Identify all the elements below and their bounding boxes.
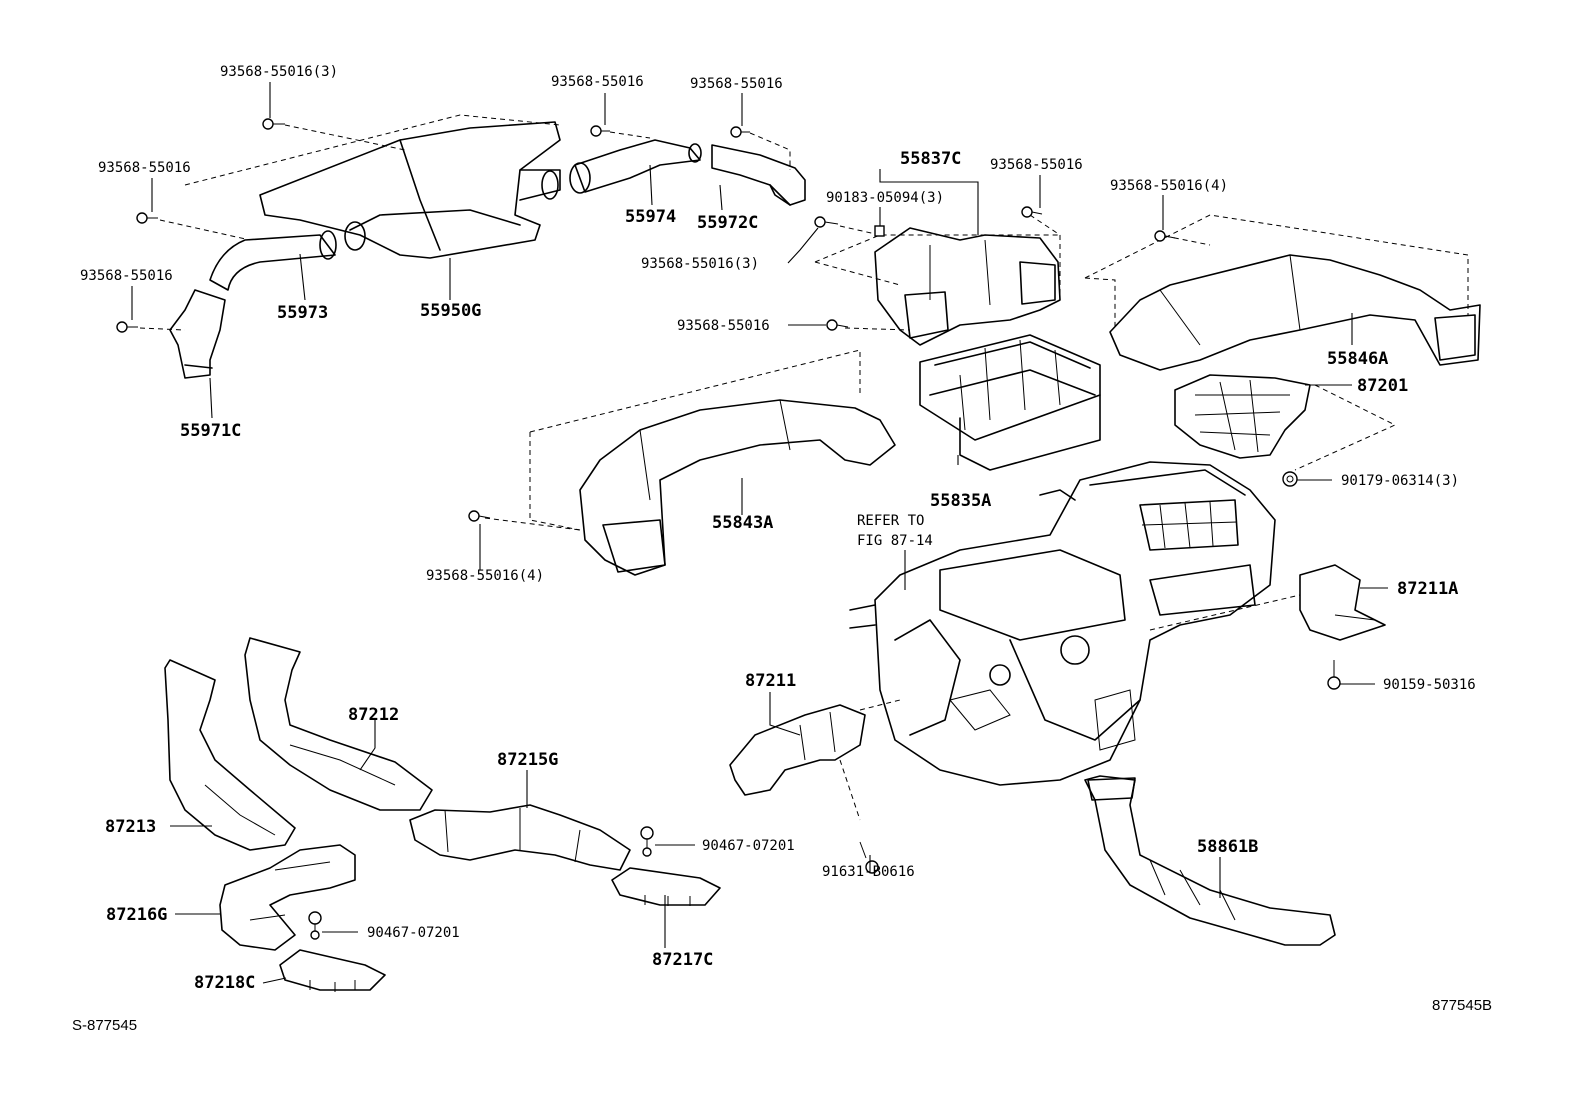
label-55843a: 55843A bbox=[712, 513, 773, 533]
duct-55843a bbox=[579, 399, 896, 576]
clip-icon bbox=[308, 911, 322, 940]
screw-icon bbox=[859, 841, 879, 874]
label-93568-55016-c: 93568-55016 bbox=[551, 74, 644, 90]
label-87213: 87213 bbox=[105, 817, 156, 837]
bolt-icon bbox=[590, 125, 610, 137]
label-90467-07201-a: 90467-07201 bbox=[702, 838, 795, 854]
outlet-87218c bbox=[279, 949, 386, 992]
label-93568-55016-3-mid: 93568-55016(3) bbox=[641, 256, 759, 272]
duct-55846a bbox=[1109, 254, 1481, 371]
bolt-icon bbox=[730, 126, 750, 138]
bolt-icon bbox=[468, 510, 491, 522]
outlet-87217c bbox=[611, 867, 721, 906]
duct-55837c bbox=[874, 227, 1061, 346]
figure-code-right: 877545B bbox=[1432, 997, 1493, 1014]
clip-icon bbox=[874, 225, 885, 237]
bolt-icon bbox=[1327, 660, 1341, 690]
bolt-icon bbox=[116, 321, 138, 333]
bolt-icon bbox=[1154, 230, 1176, 242]
label-91631-b0616: 91631-B0616 bbox=[822, 864, 915, 880]
label-87217c: 87217C bbox=[652, 950, 713, 970]
label-93568-55016-3-top: 93568-55016(3) bbox=[220, 64, 338, 80]
label-refer-line2: FIG 87-14 bbox=[857, 533, 933, 549]
label-refer-line1: REFER TO bbox=[857, 513, 924, 529]
bolt-icon bbox=[136, 212, 158, 224]
label-93568-55016-4-bottom: 93568-55016(4) bbox=[426, 568, 544, 584]
label-87216g: 87216G bbox=[106, 905, 167, 925]
label-93568-55016-f: 93568-55016 bbox=[677, 318, 770, 334]
label-87212: 87212 bbox=[348, 705, 399, 725]
duct-87211a bbox=[1299, 564, 1386, 641]
label-90179-06314-3: 90179-06314(3) bbox=[1341, 473, 1459, 489]
duct-87211 bbox=[729, 704, 866, 796]
bolt-icon bbox=[262, 118, 285, 130]
label-93568-55016-d: 93568-55016 bbox=[690, 76, 783, 92]
nut-icon bbox=[1282, 471, 1298, 487]
label-87211a: 87211A bbox=[1397, 579, 1458, 599]
bolt-icon bbox=[1021, 206, 1043, 218]
label-87218c: 87218C bbox=[194, 973, 255, 993]
duct-55950g bbox=[259, 121, 561, 259]
duct-55973 bbox=[209, 230, 337, 291]
duct-87212 bbox=[244, 637, 433, 811]
duct-87215g bbox=[409, 804, 631, 871]
label-93568-55016-b: 93568-55016 bbox=[80, 268, 173, 284]
filter-case-87201 bbox=[1174, 374, 1311, 459]
duct-87216g bbox=[219, 844, 356, 951]
label-58861b: 58861B bbox=[1197, 837, 1258, 857]
dashed-guides bbox=[139, 114, 1469, 821]
bolt-icon bbox=[826, 319, 849, 331]
label-93568-55016-a: 93568-55016 bbox=[98, 160, 191, 176]
bolt-icon bbox=[814, 216, 839, 228]
label-55950g: 55950G bbox=[420, 301, 481, 321]
figure-code-left: S-877545 bbox=[72, 1017, 138, 1034]
duct-55972c bbox=[711, 144, 806, 206]
duct-87213 bbox=[164, 659, 296, 851]
label-55971c: 55971C bbox=[180, 421, 241, 441]
duct-55974 bbox=[569, 139, 702, 194]
label-90159-50316: 90159-50316 bbox=[1383, 677, 1476, 693]
label-90183-05094-3: 90183-05094(3) bbox=[826, 190, 944, 206]
label-87211: 87211 bbox=[745, 671, 796, 691]
label-87201: 87201 bbox=[1357, 376, 1408, 396]
label-55837c: 55837C bbox=[900, 149, 961, 169]
label-55846a: 55846A bbox=[1327, 349, 1388, 369]
duct-55971c bbox=[169, 289, 226, 379]
label-55973: 55973 bbox=[277, 303, 328, 323]
label-87215g: 87215G bbox=[497, 750, 558, 770]
fasteners bbox=[116, 118, 1341, 940]
label-90467-07201-b: 90467-07201 bbox=[367, 925, 460, 941]
label-55835a: 55835A bbox=[930, 491, 991, 511]
label-55972c: 55972C bbox=[697, 213, 758, 233]
label-93568-55016-e: 93568-55016 bbox=[990, 157, 1083, 173]
air-box-55835a bbox=[919, 334, 1101, 471]
labels: 93568-55016(3) 93568-55016 93568-55016 9… bbox=[80, 64, 1476, 993]
label-55974: 55974 bbox=[625, 207, 676, 227]
clip-icon bbox=[640, 826, 654, 857]
leader-lines bbox=[131, 82, 1388, 984]
duct-58861b bbox=[1084, 775, 1336, 946]
label-93568-55016-4-right: 93568-55016(4) bbox=[1110, 178, 1228, 194]
heater-unit-assembly bbox=[849, 461, 1276, 786]
